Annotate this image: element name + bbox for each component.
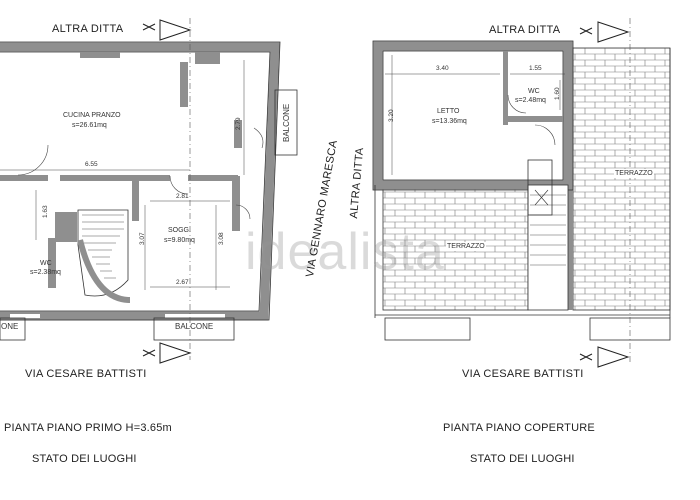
left-plan-balcony-right	[274, 89, 298, 156]
right-dim-1-55: 1.55	[529, 65, 542, 72]
left-balcony-left-label: ONE	[1, 322, 19, 331]
left-dim-3-08: 3.08	[218, 232, 225, 245]
left-dim-2-79: 2.79	[235, 117, 242, 130]
left-living-area: s=9.80mq	[164, 237, 195, 244]
left-plan-inner-wall	[0, 175, 48, 181]
right-street-label: VIA CESARE BATTISTI	[462, 368, 584, 380]
right-bedroom-area: s=13.36mq	[432, 118, 467, 125]
left-dim-2-81: 2.81	[176, 193, 189, 200]
right-plan-subtitle: STATO DEI LUOGHI	[470, 453, 575, 465]
right-plan-title: PIANTA PIANO COPERTURE	[443, 422, 595, 434]
right-dim-1-60: 1.60	[554, 87, 561, 100]
left-kitchen-area: s=26.61mq	[72, 122, 107, 129]
right-terrace-left-label: TERRAZZO	[446, 242, 486, 251]
right-dim-3-20: 3.20	[388, 109, 395, 122]
left-wc-name: WC	[40, 260, 52, 267]
left-floor-plan	[0, 18, 298, 364]
right-plan-staircase	[527, 159, 569, 311]
right-floor-plan	[372, 18, 671, 368]
right-dim-3-40: 3.40	[436, 65, 449, 72]
left-plan-outer-walls	[0, 42, 280, 321]
left-dim-3-07: 3.07	[139, 232, 146, 245]
right-wc-area: s=2.48mq	[515, 97, 546, 104]
left-balcony-bottom-label: BALCONE	[175, 322, 214, 331]
left-dim-6-55: 6.55	[85, 161, 98, 168]
left-dim-1-63: 1.63	[42, 205, 49, 218]
left-street-label: VIA CESARE BATTISTI	[25, 368, 147, 380]
left-plan-subtitle: STATO DEI LUOGHI	[32, 453, 137, 465]
left-plan-title: PIANTA PIANO PRIMO H=3.65m	[4, 422, 172, 434]
left-neighbor-label: ALTRA DITTA	[52, 23, 124, 35]
right-terrace-right-label: TERRAZZO	[614, 169, 654, 178]
left-plan-balcony-bottom	[153, 317, 235, 341]
left-wc-area: s=2.38mq	[30, 269, 61, 276]
watermark: idealista	[245, 223, 445, 281]
right-plan-room-walls	[373, 41, 573, 190]
left-plan-staircase	[77, 209, 131, 303]
right-plan-terrace-right	[572, 47, 671, 311]
left-living-name: SOGG.	[168, 227, 191, 234]
left-dim-2-67: 2.67	[176, 279, 189, 286]
left-kitchen-name: CUCINA PRANZO	[63, 112, 121, 119]
right-neighbor-label-top: ALTRA DITTA	[489, 24, 561, 36]
left-balcony-right-label: BALCONE	[282, 103, 291, 142]
right-wc-name: WC	[528, 88, 540, 95]
right-bedroom-name: LETTO	[437, 108, 460, 115]
